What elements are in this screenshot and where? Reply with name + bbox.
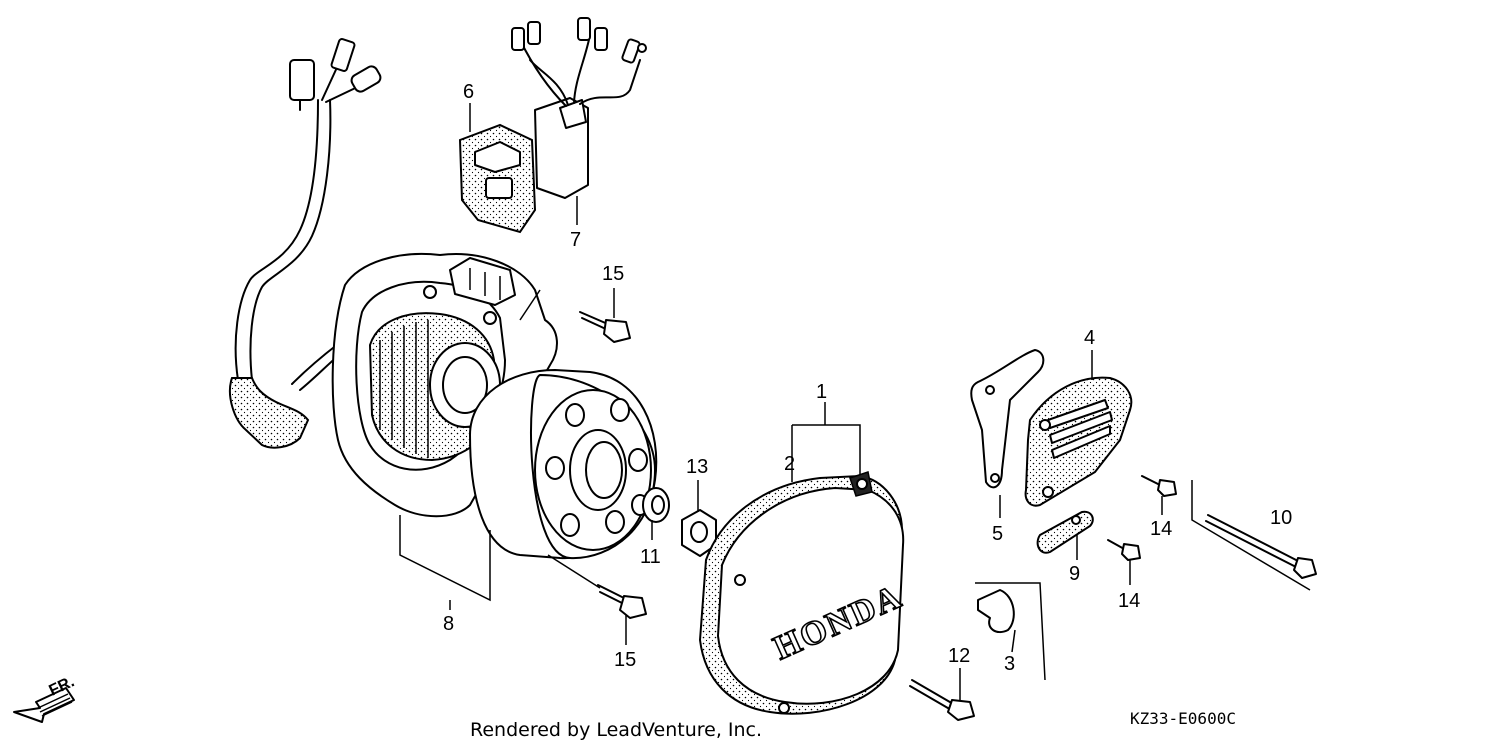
callout-14-lower: 14: [1118, 590, 1140, 612]
part-15-bolt-lower: [597, 584, 647, 619]
callout-13: 13: [686, 456, 708, 478]
part-9-guide-plate: [1036, 510, 1094, 554]
callout-2: 2: [784, 453, 795, 475]
front-label: FR.: [47, 673, 78, 699]
part-11-washer: [642, 487, 670, 523]
part-6-cdi-holder: [458, 123, 537, 234]
front-direction-indicator: FR.: [13, 673, 78, 723]
callout-10: 10: [1270, 507, 1292, 529]
callout-9: 9: [1069, 563, 1080, 585]
callout-15-lower: 15: [614, 649, 636, 671]
callout-5: 5: [992, 523, 1003, 545]
callout-1: 1: [816, 381, 827, 403]
callout-leaders: [399, 103, 1163, 700]
callout-8: 8: [443, 613, 454, 635]
sprocket-cover-slots: [1047, 399, 1113, 459]
part-5-bracket: [970, 349, 1045, 489]
callout-11: 11: [640, 546, 661, 568]
callout-6: 6: [463, 81, 474, 103]
callout-14-upper: 14: [1150, 518, 1172, 540]
callout-numbers: 1 2 3 4 5 6 7 8 9 10 11 12 13 14 14 15 1…: [443, 81, 1292, 675]
callout-12: 12: [948, 645, 970, 667]
diagram-code: KZ33-E0600C: [1130, 709, 1236, 728]
part-12-bolt: [909, 679, 975, 721]
stator-base-plate: [331, 252, 558, 518]
part-15-bolt-upper: [579, 311, 631, 343]
render-credit: Rendered by LeadVenture, Inc.: [470, 719, 762, 741]
stator-coil-lines: [379, 320, 429, 458]
callout-7: 7: [570, 229, 581, 251]
part-14-bolt-upper: [1141, 475, 1177, 497]
part-13-flange-nut: [681, 509, 717, 557]
callout-4: 4: [1084, 327, 1095, 349]
part-10-long-bolt: [1191, 480, 1317, 591]
part-14-bolt-lower: [1107, 539, 1141, 561]
flywheel-rotor: [469, 369, 658, 560]
part-3-cable-clamp: [975, 582, 1046, 681]
part-1-left-crankcase-cover: HONDA: [698, 471, 909, 715]
part-4-sprocket-cover: [1024, 376, 1133, 507]
callout-15-upper: 15: [602, 263, 624, 285]
callout-3: 3: [1004, 653, 1015, 675]
part-7-cdi-unit: [511, 17, 647, 199]
